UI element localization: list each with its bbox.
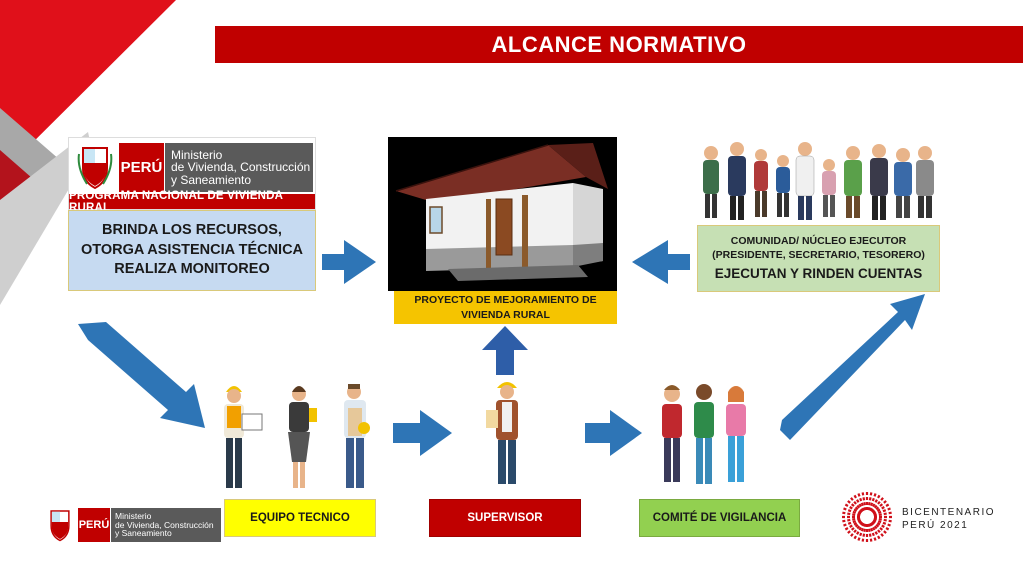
arrow-right-icon <box>585 410 642 456</box>
community-illustration <box>697 137 941 225</box>
ministry-logo-footer: PERÚ Ministerio de Vivienda, Construcció… <box>40 506 223 544</box>
supervisor-label: SUPERVISOR <box>429 499 581 537</box>
ministry-responsibilities-box: BRINDA LOS RECURSOS, OTORGA ASISTENCIA T… <box>68 210 316 291</box>
bicentenario-text: BICENTENARIO PERÚ 2021 <box>902 507 996 531</box>
arrow-left-icon <box>632 240 690 284</box>
peru-label: PERÚ <box>119 143 164 192</box>
peru-label: PERÚ <box>78 508 110 542</box>
arrow-diagonal-down-icon <box>78 322 205 428</box>
coat-of-arms-icon <box>46 508 74 542</box>
arrow-right-icon <box>322 240 376 284</box>
ministry-name: Ministerio de Vivienda, Construcción y S… <box>111 508 221 542</box>
oversight-committee-illustration <box>662 384 746 484</box>
bicentenario-burst-icon <box>842 492 892 542</box>
page-title: ALCANCE NORMATIVO <box>215 26 1023 63</box>
coat-of-arms-icon <box>77 144 113 190</box>
community-executor-box: COMUNIDAD/ NÚCLEO EJECUTOR (PRESIDENTE, … <box>697 225 940 292</box>
technical-team-illustration <box>224 384 370 488</box>
project-label: PROYECTO DE MEJORAMIENTO DE VIVIENDA RUR… <box>394 291 617 324</box>
arrow-right-icon <box>393 410 452 456</box>
house-illustration <box>388 137 617 291</box>
ministry-name: Ministerio de Vivienda, Construcción y S… <box>165 143 313 192</box>
technical-team-label: EQUIPO TECNICO <box>224 499 376 537</box>
ministry-logo: PERÚ Ministerio de Vivienda, Construcció… <box>68 137 316 214</box>
oversight-committee-label: COMITÉ DE VIGILANCIA <box>639 499 800 537</box>
bicentenario-logo: BICENTENARIO PERÚ 2021 <box>840 490 994 542</box>
arrow-up-icon <box>482 326 528 375</box>
supervisor-illustration <box>486 382 518 484</box>
arrow-diagonal-up-icon <box>780 294 925 440</box>
